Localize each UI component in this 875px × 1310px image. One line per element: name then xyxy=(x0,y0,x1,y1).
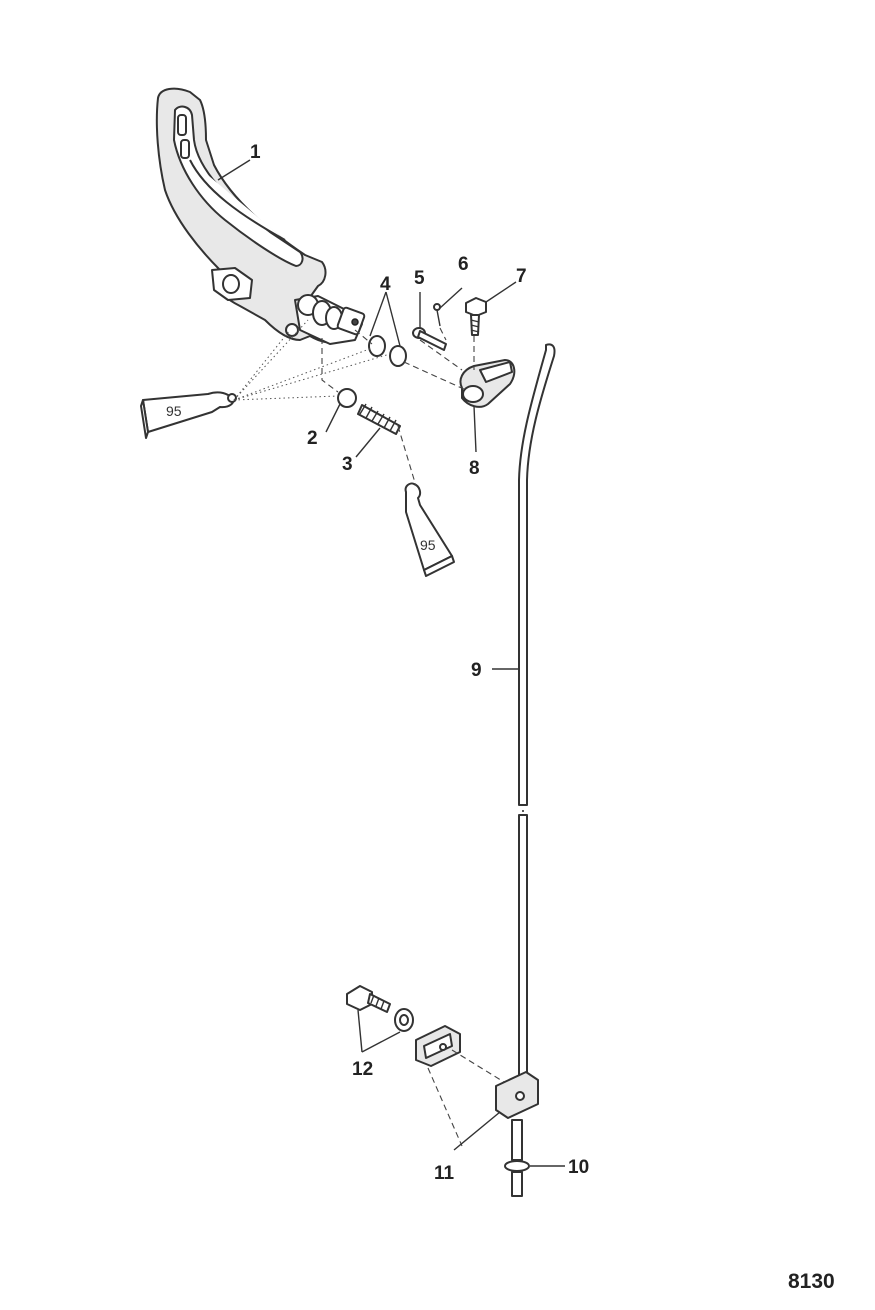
part-2-ball xyxy=(337,388,357,408)
part-3-spring xyxy=(357,403,401,435)
callout-8: 8 xyxy=(469,458,480,479)
callout-1: 1 xyxy=(250,142,261,163)
assembly-lines xyxy=(233,319,505,1147)
lubricant-tube-left: 95 xyxy=(140,391,237,439)
figure-id: 8130 xyxy=(788,1270,835,1293)
callout-3: 3 xyxy=(342,454,353,475)
tube-label-left: 95 xyxy=(166,403,182,419)
callout-7: 7 xyxy=(516,266,527,287)
callout-6: 6 xyxy=(458,254,469,275)
part-4-retaining-rings xyxy=(368,335,407,367)
callout-2: 2 xyxy=(307,428,318,449)
part-9-shift-shaft xyxy=(518,343,556,1081)
part-10-washer xyxy=(504,1119,530,1197)
callout-4: 4 xyxy=(380,274,391,295)
part-11-shaft-clamp xyxy=(415,1025,539,1119)
part-6-cotter-pin xyxy=(433,303,441,327)
callout-12: 12 xyxy=(352,1059,373,1080)
part-8-shift-link xyxy=(459,359,516,408)
leader-lines xyxy=(217,159,565,1167)
callout-10: 10 xyxy=(568,1157,589,1178)
callout-11: 11 xyxy=(434,1163,455,1184)
part-12-screw-and-washer xyxy=(346,985,414,1032)
callout-5: 5 xyxy=(414,268,425,289)
tube-label-right: 95 xyxy=(420,537,436,553)
part-7-screw xyxy=(465,297,487,336)
lubricant-tube-right: 95 xyxy=(404,482,455,577)
callout-9: 9 xyxy=(471,660,482,681)
callout-labels: 1 2 3 4 5 6 7 8 9 10 11 12 xyxy=(250,142,589,1184)
part-1-shift-lever xyxy=(155,87,366,345)
part-5-clevis-pin xyxy=(412,327,447,351)
